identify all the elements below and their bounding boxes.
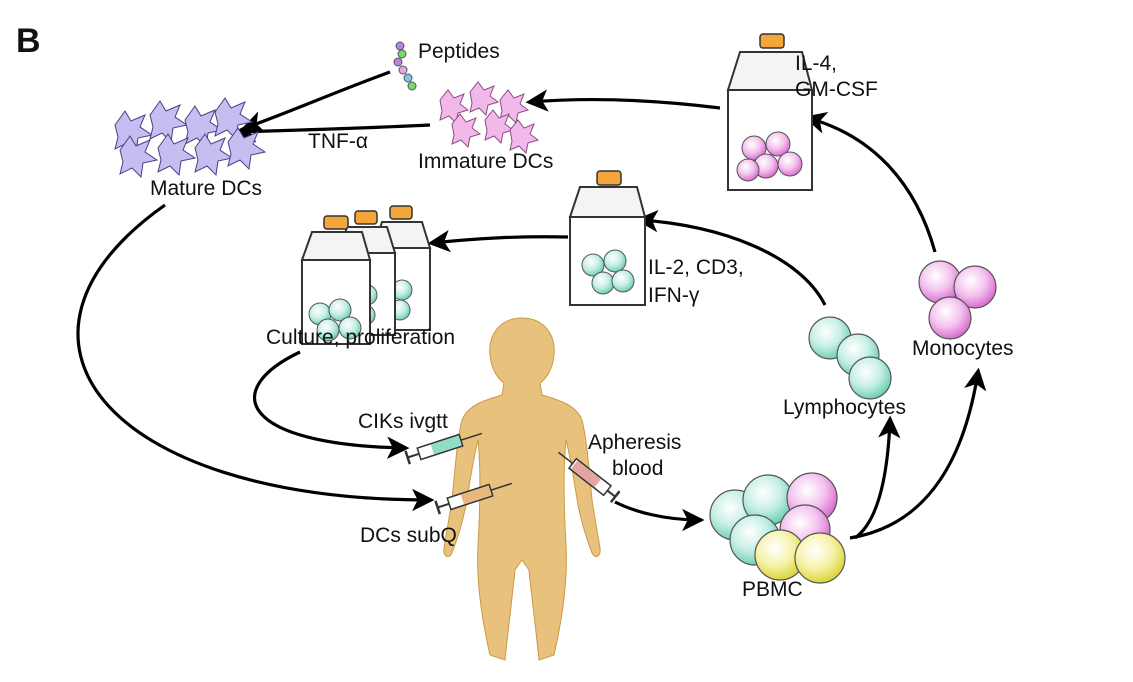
lymphocytes-cluster bbox=[808, 316, 892, 400]
arrow-peptides-to-mature bbox=[240, 70, 391, 133]
arrow-bottle-to-culture bbox=[427, 230, 569, 253]
panel-label: B bbox=[16, 22, 41, 60]
bottles-culture bbox=[300, 205, 432, 345]
label-dcs-subq: DCs subQ bbox=[360, 524, 457, 547]
syringe-apheresis bbox=[558, 451, 621, 503]
patient-figure bbox=[443, 317, 601, 661]
label-apheresis: Apheresis bbox=[588, 431, 681, 454]
label-culture: Culture, proliferation bbox=[266, 326, 455, 349]
arrow-culture-to-ciks bbox=[253, 350, 410, 459]
flow-arrows bbox=[76, 70, 987, 540]
arrow-pbmc-to-lymphocytes bbox=[854, 415, 901, 540]
label-monocytes: Monocytes bbox=[912, 337, 1014, 360]
label-lymphocytes: Lymphocytes bbox=[783, 396, 906, 419]
label-pbmc: PBMC bbox=[742, 578, 803, 601]
label-ciks-ivgtt: CIKs ivgtt bbox=[358, 410, 448, 433]
label-mature-dcs: Mature DCs bbox=[150, 177, 262, 200]
label-gmcsf: GM-CSF bbox=[795, 78, 878, 101]
pbmc-cluster bbox=[709, 472, 846, 584]
mature-dcs-cluster bbox=[114, 97, 267, 179]
label-ifn: IFN-γ bbox=[648, 284, 700, 307]
label-il4: IL-4, bbox=[795, 52, 837, 75]
immature-dcs-cluster bbox=[439, 81, 540, 155]
label-il2-cd3: IL-2, CD3, bbox=[648, 256, 744, 279]
arrow-bottle-to-immature bbox=[525, 89, 721, 112]
peptides-chain bbox=[393, 41, 417, 91]
arrow-mature-to-dcs bbox=[76, 203, 435, 512]
monocytes-cluster bbox=[918, 260, 997, 340]
label-peptides: Peptides bbox=[418, 40, 500, 63]
arrow-apheresis-to-pbmc bbox=[614, 500, 705, 532]
syringe-dcs bbox=[434, 482, 513, 515]
label-tnf: TNF-α bbox=[308, 130, 368, 153]
bottle-il2-cd3 bbox=[568, 170, 647, 306]
label-immature-dcs: Immature DCs bbox=[418, 150, 553, 173]
label-blood: blood bbox=[612, 457, 663, 480]
arrow-pbmc-to-monocytes bbox=[849, 367, 987, 540]
arrow-monocytes-to-bottle bbox=[803, 111, 937, 253]
arrow-lymphocytes-to-bottle bbox=[635, 209, 827, 306]
bottle-il4-gmcsf bbox=[726, 33, 814, 191]
syringe-ciks bbox=[404, 432, 483, 465]
